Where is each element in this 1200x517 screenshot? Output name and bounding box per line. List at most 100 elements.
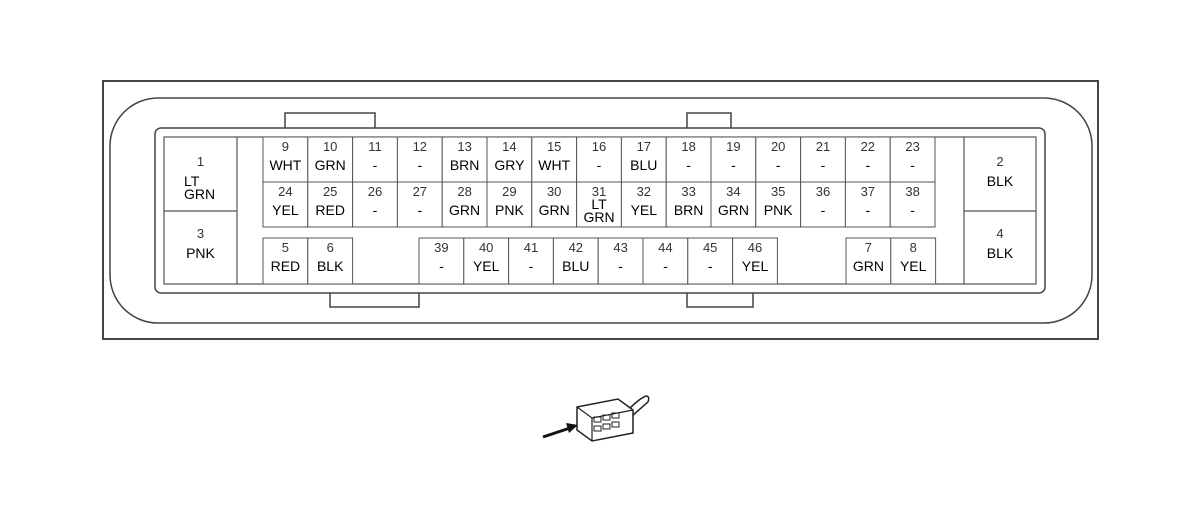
pin-number: 41: [524, 240, 538, 255]
pin-number: 21: [816, 139, 830, 154]
wire-color: -: [597, 157, 602, 173]
pin-number: 23: [905, 139, 919, 154]
wire-color: GRN: [184, 186, 215, 202]
wire-color: BRN: [674, 202, 704, 218]
pin-number: 15: [547, 139, 561, 154]
wire-color: -: [417, 157, 422, 173]
wire-color: PNK: [495, 202, 524, 218]
pin-cell-18: 18-: [665, 136, 712, 183]
pin-number: 26: [368, 184, 382, 199]
pin-number: 4: [996, 226, 1003, 241]
pin-number: 22: [861, 139, 875, 154]
pin-number: 10: [323, 139, 337, 154]
pin-number: 40: [479, 240, 493, 255]
pin-cell-44: 44-: [642, 237, 689, 285]
pin-number: 38: [905, 184, 919, 199]
pin-number: 16: [592, 139, 606, 154]
pin-number: 31: [592, 184, 606, 199]
pin-number: 46: [748, 240, 762, 255]
wire-color: YEL: [272, 202, 299, 218]
pin-cell-21: 21-: [800, 136, 846, 183]
wire-color: -: [731, 157, 736, 173]
pin-cell-38: 38 -: [889, 181, 936, 228]
pin-cell-26: 26 -: [352, 181, 398, 228]
pin-number: 29: [502, 184, 516, 199]
pin-number: 3: [197, 226, 204, 241]
pin-number: 33: [681, 184, 695, 199]
pin-cell-39: 39-: [418, 237, 465, 285]
wire-color: BLU: [562, 258, 589, 274]
pin-cell-11: 11-: [352, 136, 398, 183]
wire-color: -: [865, 157, 870, 173]
wire-color: GRN: [315, 157, 346, 173]
pin-cell-22: 22 -: [844, 136, 891, 183]
wire-color: -: [373, 202, 378, 218]
pin-cells: 1LTGRN3PNK2BLK4BLK9WHT10GRN11-12-13BRN14…: [164, 136, 1036, 285]
pin-number: 34: [726, 184, 740, 199]
wire-color: -: [708, 258, 713, 274]
pin-number: 32: [637, 184, 651, 199]
wire-color: GRN: [539, 202, 570, 218]
pin-number: 27: [413, 184, 427, 199]
pin-cell-23: 23 -: [889, 136, 936, 183]
wire-color: GRN: [853, 258, 884, 274]
wire-color: RED: [315, 202, 345, 218]
pin-number: 35: [771, 184, 785, 199]
wire-color: GRN: [449, 202, 480, 218]
pin-number: 30: [547, 184, 561, 199]
wire-color: PNK: [186, 245, 215, 261]
pin-number: 14: [502, 139, 516, 154]
pin-number: 5: [282, 240, 289, 255]
harness-connector-icon: [576, 395, 650, 442]
pin-cell-19: 19-: [710, 136, 757, 183]
pin-cell-20: 20-: [755, 136, 802, 183]
wire-color: YEL: [631, 202, 658, 218]
pin-cell-45: 45 -: [687, 237, 734, 285]
pin-cell-37: 37-: [844, 181, 891, 228]
pin-number: 11: [368, 139, 382, 154]
pin-number: 37: [861, 184, 875, 199]
wire-color: LT: [184, 173, 200, 189]
wire-color: -: [910, 157, 915, 173]
pin-number: 43: [613, 240, 627, 255]
wire-color: PNK: [764, 202, 793, 218]
pin-cell-43: 43-: [597, 237, 644, 285]
wire-color: WHT: [538, 157, 570, 173]
locking-tab-bottom-right: [686, 293, 754, 308]
wire-color: -: [529, 258, 534, 274]
locking-tab-bottom-left: [329, 293, 420, 308]
wire-color: BLU: [630, 157, 657, 173]
pin-number: 45: [703, 240, 717, 255]
wire-color: BLK: [987, 245, 1014, 261]
wire-color: GRN: [718, 202, 749, 218]
wire-color: -: [910, 202, 915, 218]
wire-color: YEL: [473, 258, 500, 274]
pin-number: 28: [457, 184, 471, 199]
pin-number: 24: [278, 184, 292, 199]
wire-color: -: [821, 202, 826, 218]
pin-number: 25: [323, 184, 337, 199]
wire-color: BRN: [450, 157, 480, 173]
locking-tab-top-right: [686, 112, 732, 128]
wire-color: LT: [591, 196, 607, 212]
pin-number: 42: [569, 240, 583, 255]
